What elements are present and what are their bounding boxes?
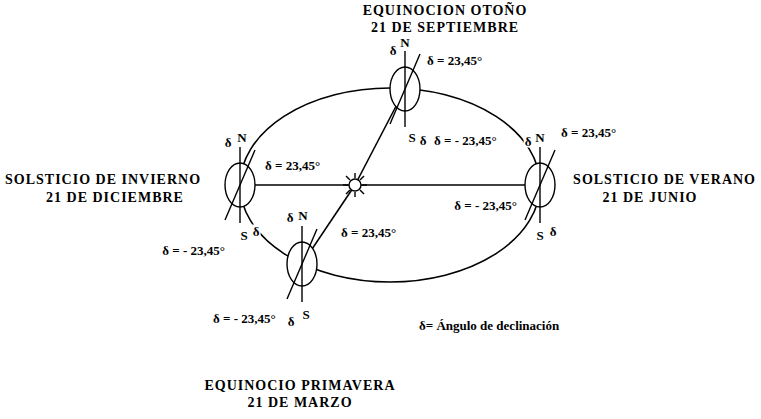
delta-mark: δ xyxy=(286,211,295,224)
pole-label: S xyxy=(301,308,310,321)
season-title: SOLSTICIO DE VERANO xyxy=(572,173,757,187)
season-date: 21 DE SEPTIEMBRE xyxy=(370,21,520,35)
season-date: 21 DE MARZO xyxy=(246,396,353,410)
declination-label: δ = - 23,45° xyxy=(161,244,226,257)
earth-right xyxy=(525,147,555,223)
earth-left xyxy=(225,147,255,223)
season-date: 21 DE DICIEMBRE xyxy=(45,191,185,205)
delta-mark: δ xyxy=(287,315,296,328)
pole-label: N xyxy=(236,131,247,144)
pole-label: S xyxy=(239,229,248,242)
pole-label: N xyxy=(399,36,410,49)
declination-label: δ = - 23,45° xyxy=(453,199,518,212)
orbit-ellipse xyxy=(240,88,540,282)
declination-label: δ = 23,45° xyxy=(560,126,617,139)
sun-line xyxy=(240,184,540,186)
pole-label: N xyxy=(534,131,545,144)
earth-bottom xyxy=(287,226,317,302)
sun-symbol xyxy=(343,173,367,197)
delta-mark: δ xyxy=(252,225,261,238)
pole-label: N xyxy=(297,209,308,222)
season-title: EQUINOCION OTOÑO xyxy=(362,4,529,18)
earth-top xyxy=(390,51,420,127)
declination-label: δ = 23,45° xyxy=(264,159,321,172)
declination-label: δ = - 23,45° xyxy=(433,134,498,147)
pole-label: S xyxy=(535,229,544,242)
delta-mark: δ xyxy=(524,135,533,148)
season-date: 21 DE JUNIO xyxy=(601,191,698,205)
delta-mark: δ xyxy=(224,136,233,149)
declination-label: δ = - 23,45° xyxy=(212,312,277,325)
legend-note: δ= Ángulo de declinación xyxy=(418,319,560,332)
declination-label: δ = 23,45° xyxy=(426,54,483,67)
season-title: SOLSTICIO DE INVIERNO xyxy=(4,173,202,187)
delta-mark: δ xyxy=(549,225,558,238)
delta-mark: δ xyxy=(389,44,398,57)
pole-label: S xyxy=(407,131,416,144)
delta-mark: δ xyxy=(419,134,428,147)
declination-label: δ = 23,45° xyxy=(340,226,397,239)
season-title: EQUINOCIO PRIMAVERA xyxy=(203,379,396,393)
